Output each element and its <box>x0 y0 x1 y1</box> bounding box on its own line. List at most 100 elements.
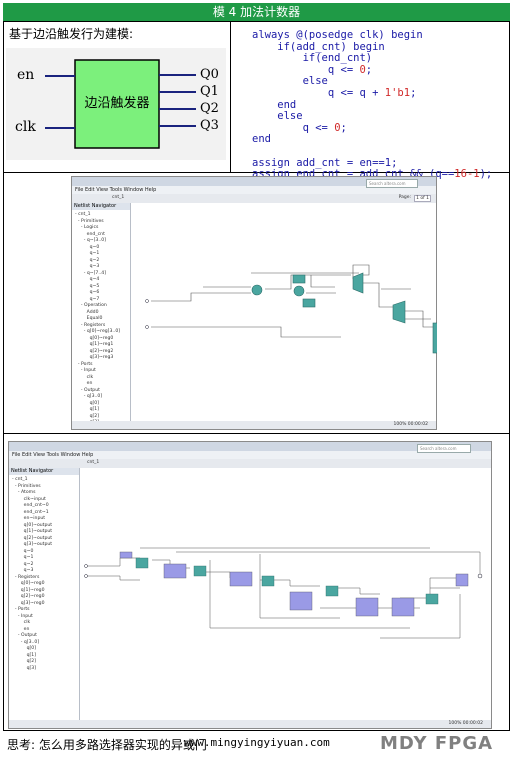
tree-item[interactable]: q~7 <box>75 296 100 302</box>
page-selector[interactable]: 1 of 1 <box>414 195 431 202</box>
tree-item[interactable]: - cnt_1 <box>75 212 91 217</box>
output-q0-label: Q0 <box>200 67 219 82</box>
tree-item[interactable]: q~1 <box>75 251 100 256</box>
tree-item[interactable]: - Primitives <box>12 483 41 489</box>
tree-item[interactable]: q[0] <box>75 400 100 406</box>
navigator-title: Netlist Navigator <box>9 468 79 475</box>
tree-item[interactable]: q~4 <box>75 277 100 282</box>
tree-item[interactable]: q[2]~reg0 <box>12 594 45 599</box>
tree-item[interactable]: q[0]~output <box>12 522 53 528</box>
netlist-tree[interactable]: - cnt_1 - Primitives - Logics end_cnt - … <box>72 210 130 427</box>
tree-item[interactable]: - q[3..0] <box>12 639 40 645</box>
atom-block <box>425 593 439 605</box>
tree-item[interactable]: - q~[3..0] <box>75 238 106 243</box>
tree-item[interactable]: q[2]~output <box>12 535 53 541</box>
tree-item[interactable]: q~2 <box>12 561 34 567</box>
tree-item[interactable]: q~1 <box>12 555 34 560</box>
tree-item[interactable]: Equal0 <box>75 316 103 321</box>
tree-item[interactable]: q[3]~output <box>12 542 53 547</box>
menu-bar[interactable]: File Edit View Tools Window Help <box>72 186 436 194</box>
tree-item[interactable]: clk <box>12 620 31 625</box>
tree-item[interactable]: - Ports <box>12 607 30 612</box>
tab-cnt[interactable]: cnt_1 <box>112 195 125 200</box>
code-line: assign add_cnt = en==1; <box>252 156 398 169</box>
netlist-navigator: Netlist Navigator - cnt_1 - Primitives -… <box>72 203 131 425</box>
tree-item[interactable]: - Output <box>75 387 100 393</box>
tree-item[interactable]: - Ports <box>75 361 93 367</box>
code-line: assign end_cnt = add_cnt && (q==16-1); <box>252 168 493 181</box>
netlist-tree[interactable]: - cnt_1 - Primitives - Atoms clk~input e… <box>9 475 79 672</box>
tree-item[interactable]: q[3]~reg3 <box>75 355 114 360</box>
tree-item[interactable]: en <box>75 381 93 386</box>
register-block <box>163 563 187 579</box>
tree-item[interactable]: end_cnt <box>75 231 105 237</box>
row-divider <box>3 172 510 173</box>
techmap-viewer-window: File Edit View Tools Window Help Search … <box>8 441 492 729</box>
status-bar: 100% 00:00:02 <box>9 720 491 728</box>
tab-cnt[interactable]: cnt_1 <box>87 460 100 465</box>
menu-bar[interactable]: File Edit View Tools Window Help <box>9 451 491 459</box>
schematic-canvas[interactable] <box>131 203 483 421</box>
tree-item[interactable]: q~0 <box>75 244 100 250</box>
tree-item[interactable]: q~6 <box>75 290 100 295</box>
tree-item[interactable]: q[3]~reg0 <box>12 600 45 606</box>
tree-item[interactable]: - Logics <box>75 225 99 230</box>
tree-item[interactable]: q[1]~output <box>12 529 53 534</box>
tree-item[interactable]: en~input <box>12 516 46 521</box>
input-port <box>145 325 149 329</box>
window-titlebar <box>9 442 491 451</box>
tree-item[interactable]: q~3 <box>75 264 100 269</box>
output-q2-label: Q2 <box>200 101 219 116</box>
code-line: if(add_cnt) begin <box>252 40 385 53</box>
tree-item[interactable]: - cnt_1 <box>12 477 28 482</box>
tree-item[interactable]: Add0 <box>75 309 99 315</box>
tree-item[interactable]: end_cnt~0 <box>12 503 49 508</box>
tree-item[interactable]: q~3 <box>12 568 34 573</box>
input-port <box>84 574 88 578</box>
tree-item[interactable]: - Primitives <box>75 218 104 224</box>
row-divider <box>3 433 510 434</box>
tree-item[interactable]: q~0 <box>12 548 34 554</box>
tree-item[interactable]: - Atoms <box>12 490 36 495</box>
tree-item[interactable]: q[1] <box>12 652 37 658</box>
code-line: end <box>252 98 297 111</box>
tree-item[interactable]: q[0] <box>12 646 37 651</box>
search-input[interactable]: Search altera.com <box>366 179 418 188</box>
tree-item[interactable]: q[2] <box>75 413 100 419</box>
tree-item[interactable]: - q[3..0] <box>75 394 103 399</box>
tree-item[interactable]: q~5 <box>75 283 100 289</box>
tree-item[interactable]: q[1] <box>75 407 100 412</box>
tree-item[interactable]: q~2 <box>75 257 100 263</box>
tree-item[interactable]: end_cnt~1 <box>12 509 49 515</box>
brand-watermark: MDY FPGA <box>380 733 494 754</box>
tree-item[interactable]: clk~input <box>12 496 46 502</box>
tree-item[interactable]: q[2]~reg2 <box>75 348 114 354</box>
tree-item[interactable]: - q[0]~reg[3..0] <box>75 329 121 334</box>
tree-item[interactable]: q[2] <box>12 659 37 664</box>
tree-item[interactable]: q[0]~reg0 <box>12 581 45 586</box>
tree-item[interactable]: - Registers <box>12 574 40 580</box>
search-input[interactable]: Search altera.com <box>417 444 471 453</box>
footer-url: www.mingyingyiyuan.com <box>184 736 330 749</box>
add-node <box>293 285 305 297</box>
column-divider <box>230 22 231 172</box>
window-titlebar <box>72 177 436 186</box>
tree-item[interactable]: - Input <box>75 368 96 373</box>
tree-item[interactable]: q[0]~reg0 <box>75 335 114 341</box>
register-block <box>229 571 253 587</box>
footer-question: 思考: 怎么用多路选择器实现的异或门 <box>7 738 207 752</box>
netlist-navigator: Netlist Navigator - cnt_1 - Primitives -… <box>9 468 80 720</box>
tree-item[interactable]: - q~[7..4] <box>75 270 106 276</box>
tree-item[interactable]: q[3] <box>12 665 37 671</box>
tree-item[interactable]: - Operation <box>75 303 107 308</box>
schematic-canvas[interactable] <box>80 468 491 720</box>
tree-item[interactable]: en <box>12 626 30 632</box>
tree-item[interactable]: - Registers <box>75 322 106 328</box>
tree-item[interactable]: q[1]~reg1 <box>75 342 114 347</box>
flipflop-diagram <box>6 48 226 160</box>
output-buffer <box>455 573 469 587</box>
tree-item[interactable]: clk <box>75 374 94 380</box>
tree-item[interactable]: - Input <box>12 613 33 619</box>
tree-item[interactable]: - Output <box>12 633 37 638</box>
tree-item[interactable]: q[1]~reg0 <box>12 587 45 593</box>
